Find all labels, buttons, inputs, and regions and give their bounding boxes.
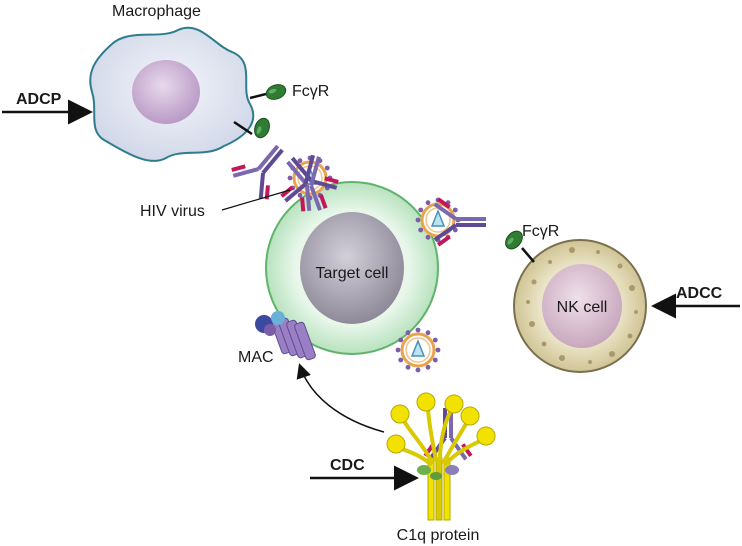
mac-complex [255, 311, 316, 361]
fcgr-label-top: FcγR [292, 83, 329, 100]
hiv-virus-label: HIV virus [140, 203, 205, 220]
target-cell [265, 181, 439, 355]
nk-cell-nucleus [542, 264, 622, 348]
mac-label: MAC [238, 349, 274, 366]
c1q-to-mac-arrow [296, 363, 385, 433]
hiv-virus-leader [221, 189, 291, 211]
nk-cell [513, 239, 647, 373]
c1q-protein-label: C1q protein [397, 527, 480, 544]
nk-cell-label: NK cell [557, 299, 608, 316]
c1q-protein [386, 392, 496, 521]
target-cell-nucleus [300, 212, 404, 324]
macrophage-nucleus [132, 60, 200, 124]
adcc-label: ADCC [676, 285, 723, 302]
macrophage-label: Macrophage [112, 3, 201, 20]
macrophage-cell [89, 26, 255, 162]
adcp-label: ADCP [16, 91, 62, 108]
fcgr-label-right: FcγR [522, 223, 559, 240]
cdc-label: CDC [330, 457, 365, 474]
fcgr-receptor-macrophage [233, 81, 289, 141]
target-cell-label: Target cell [316, 265, 389, 282]
fcgr-receptor-nk [501, 227, 535, 263]
